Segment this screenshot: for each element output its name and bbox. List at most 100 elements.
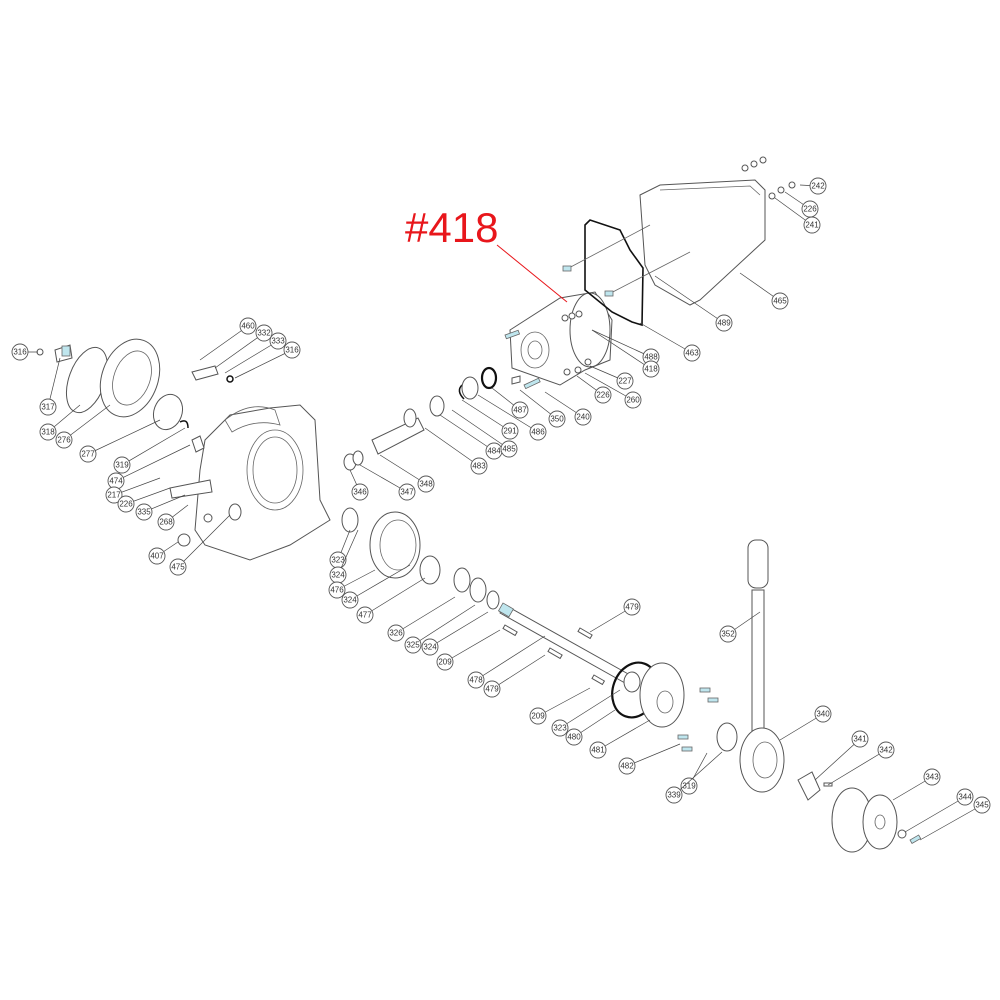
callout-leader — [349, 564, 411, 601]
part-callout-344: 344 — [904, 788, 974, 833]
part-callout-342: 342 — [827, 741, 895, 786]
callout-circle — [973, 796, 991, 814]
part-callout-241: 241 — [774, 197, 821, 234]
callout-number: 480 — [567, 733, 581, 742]
callout-circle — [341, 591, 359, 609]
callout-leader — [626, 743, 681, 767]
callout-number: 326 — [389, 629, 403, 638]
callout-leader — [475, 635, 546, 681]
callout-leader — [591, 329, 652, 370]
callout-number: 483 — [472, 462, 486, 471]
callout-number: 333 — [271, 337, 285, 346]
part-callout-478: 478 — [467, 635, 546, 689]
callout-leader — [115, 444, 191, 482]
callout-circle — [642, 360, 660, 378]
callout-circle — [269, 332, 287, 350]
part-callout-324: 324 — [341, 564, 411, 609]
callout-number: 317 — [41, 403, 55, 412]
callout-number: 339 — [667, 791, 681, 800]
callout-number: 460 — [241, 322, 255, 331]
callout-number: 340 — [816, 710, 830, 719]
highlight-leader — [496, 244, 568, 303]
callout-number: 324 — [343, 596, 357, 605]
part-callout-350: 350 — [519, 389, 566, 428]
part-callout-217: 217 — [105, 477, 161, 504]
part-callout-326: 326 — [387, 596, 456, 642]
part-callout-347: 347 — [359, 464, 416, 501]
part-callout-226: 226 — [784, 191, 819, 218]
highlighted-part-label: #418 — [405, 204, 499, 251]
callout-leader — [429, 611, 489, 648]
callout-leader — [537, 687, 591, 717]
part-callout-479: 479 — [589, 598, 641, 633]
callout-number: 323 — [553, 724, 567, 733]
callout-number: 319 — [115, 461, 129, 470]
callout-number: 344 — [958, 793, 972, 802]
callout-leader — [412, 604, 476, 646]
callout-number: 324 — [331, 571, 345, 580]
callout-leader — [904, 796, 966, 833]
part-callout-333: 333 — [224, 332, 287, 374]
part-callout-475: 475 — [169, 514, 231, 576]
callout-circle — [594, 386, 612, 404]
callout-circle — [665, 786, 683, 804]
callout-number: 476 — [330, 586, 344, 595]
callout-number: 324 — [423, 643, 437, 652]
callout-circle — [500, 440, 518, 458]
part-callout-407: 407 — [148, 541, 179, 565]
callout-number: 291 — [503, 427, 517, 436]
callout-number: 407 — [150, 552, 164, 561]
tank-465 — [562, 156, 796, 306]
recoil-starter-parts — [36, 338, 234, 547]
callout-number: 241 — [805, 221, 819, 230]
callout-leader — [673, 751, 723, 796]
part-callout-242: 242 — [799, 177, 827, 195]
callout-circle — [511, 401, 529, 419]
part-callout-209: 209 — [529, 687, 591, 725]
callout-leader — [451, 409, 510, 450]
handle-352 — [739, 539, 785, 793]
callout-circle — [39, 398, 57, 416]
callout-number: 226 — [119, 500, 133, 509]
callout-leader — [364, 577, 426, 616]
callout-circle — [574, 408, 592, 426]
callout-number: 318 — [41, 428, 55, 437]
callout-number: 486 — [531, 428, 545, 437]
callout-leader — [444, 629, 501, 663]
callout-number: 217 — [107, 491, 121, 500]
callout-number: 346 — [353, 488, 367, 497]
callout-number: 316 — [13, 348, 27, 357]
part-callout-317: 317 — [39, 357, 61, 416]
callout-circle — [105, 486, 123, 504]
callout-circle — [436, 653, 454, 671]
callout-number: 484 — [487, 447, 501, 456]
part-callout-325: 325 — [404, 604, 476, 654]
part-callout-324: 324 — [329, 529, 359, 584]
part-callout-343: 343 — [892, 768, 941, 801]
callout-number: 465 — [773, 297, 787, 306]
part-callout-481: 481 — [589, 719, 651, 759]
part-callout-489: 489 — [654, 275, 733, 332]
callout-circle — [404, 636, 422, 654]
callout-leader — [654, 275, 725, 324]
callout-leader — [591, 329, 652, 358]
callout-circle — [551, 719, 569, 737]
callout-circle — [715, 314, 733, 332]
callout-number: 474 — [109, 477, 123, 486]
callout-leader — [461, 399, 511, 432]
part-callout-226: 226 — [117, 487, 171, 513]
part-callout-323: 323 — [551, 689, 621, 737]
part-callout-316: 316 — [11, 343, 38, 361]
callout-number: 227 — [618, 377, 632, 386]
callout-circle — [148, 547, 166, 565]
callout-circle — [589, 741, 607, 759]
part-callout-477: 477 — [356, 577, 426, 624]
callout-number: 209 — [438, 658, 452, 667]
part-callout-319: 319 — [680, 752, 708, 795]
callout-circle — [923, 768, 941, 786]
part-callout-418: 418 — [591, 329, 660, 378]
part-callout-486: 486 — [477, 394, 547, 441]
part-callout-487: 487 — [491, 387, 529, 419]
callout-number: 477 — [358, 611, 372, 620]
